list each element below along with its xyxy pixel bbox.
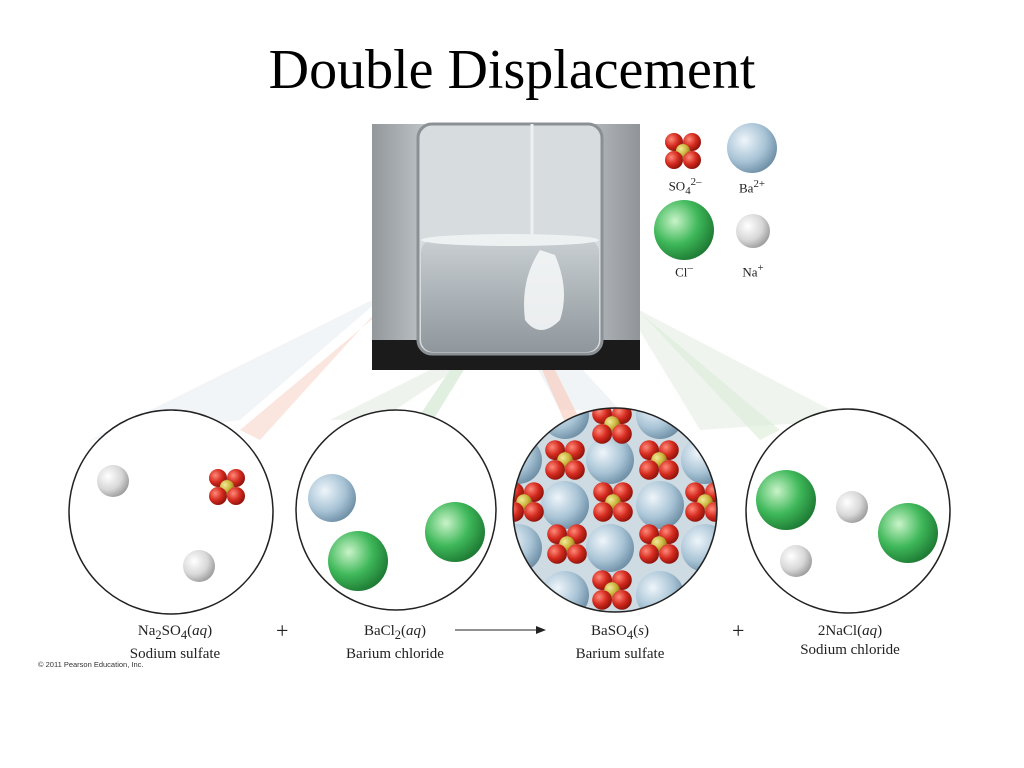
barium-chloride-circle bbox=[295, 409, 497, 611]
reactant1-label: Na2SO4(aq) Sodium sulfate bbox=[100, 622, 250, 664]
reactant2-formula: BaCl2(aq) bbox=[363, 623, 427, 642]
reactant2-name: Barium chloride bbox=[346, 646, 444, 662]
key-sulfate-icon bbox=[665, 133, 701, 169]
sodium-chloride-circle bbox=[745, 408, 951, 614]
reactant1-name: Sodium sulfate bbox=[129, 646, 221, 662]
plus-sign: + bbox=[276, 618, 289, 643]
key-sodium-icon bbox=[736, 214, 770, 248]
product2-formula: 2NaCl(aq) bbox=[817, 623, 883, 639]
chloride-ion-icon bbox=[878, 503, 938, 563]
product1-label: BaSO4(s) Barium sulfate bbox=[555, 622, 685, 664]
beaker-photo bbox=[372, 122, 640, 370]
reaction-arrow bbox=[455, 626, 546, 634]
product2-label: 2NaCl(aq) Sodium chloride bbox=[780, 622, 920, 660]
sodium-sulfate-circle bbox=[68, 409, 274, 615]
barium-ion-icon bbox=[308, 474, 356, 522]
sodium-ion-icon bbox=[97, 465, 129, 497]
reactant2-label: BaCl2(aq) Barium chloride bbox=[325, 622, 465, 664]
sodium-ion-icon bbox=[183, 550, 215, 582]
product1-name: Barium sulfate bbox=[575, 646, 665, 662]
sodium-ion-icon bbox=[836, 491, 868, 523]
key-chloride-icon bbox=[654, 200, 714, 260]
chloride-ion-icon bbox=[328, 531, 388, 591]
plus-sign: + bbox=[732, 618, 745, 643]
ion-key bbox=[654, 123, 777, 260]
sodium-ion-icon bbox=[780, 545, 812, 577]
chloride-ion-icon bbox=[756, 470, 816, 530]
copyright-notice: © 2011 Pearson Education, Inc. bbox=[38, 660, 144, 669]
product2-name: Sodium chloride bbox=[800, 642, 900, 658]
key-sulfate-label: SO42– bbox=[668, 176, 702, 197]
slide-title: Double Displacement bbox=[268, 39, 756, 101]
product1-formula: BaSO4(s) bbox=[591, 623, 649, 642]
key-barium-icon bbox=[727, 123, 777, 173]
key-barium-label: Ba2+ bbox=[739, 178, 765, 196]
key-chloride-label: Cl– bbox=[675, 262, 693, 280]
reactant1-formula: Na2SO4(aq) bbox=[137, 623, 213, 642]
key-sodium-label: Na+ bbox=[742, 262, 764, 280]
barium-sulfate-circle bbox=[512, 407, 718, 613]
chloride-ion-icon bbox=[425, 502, 485, 562]
